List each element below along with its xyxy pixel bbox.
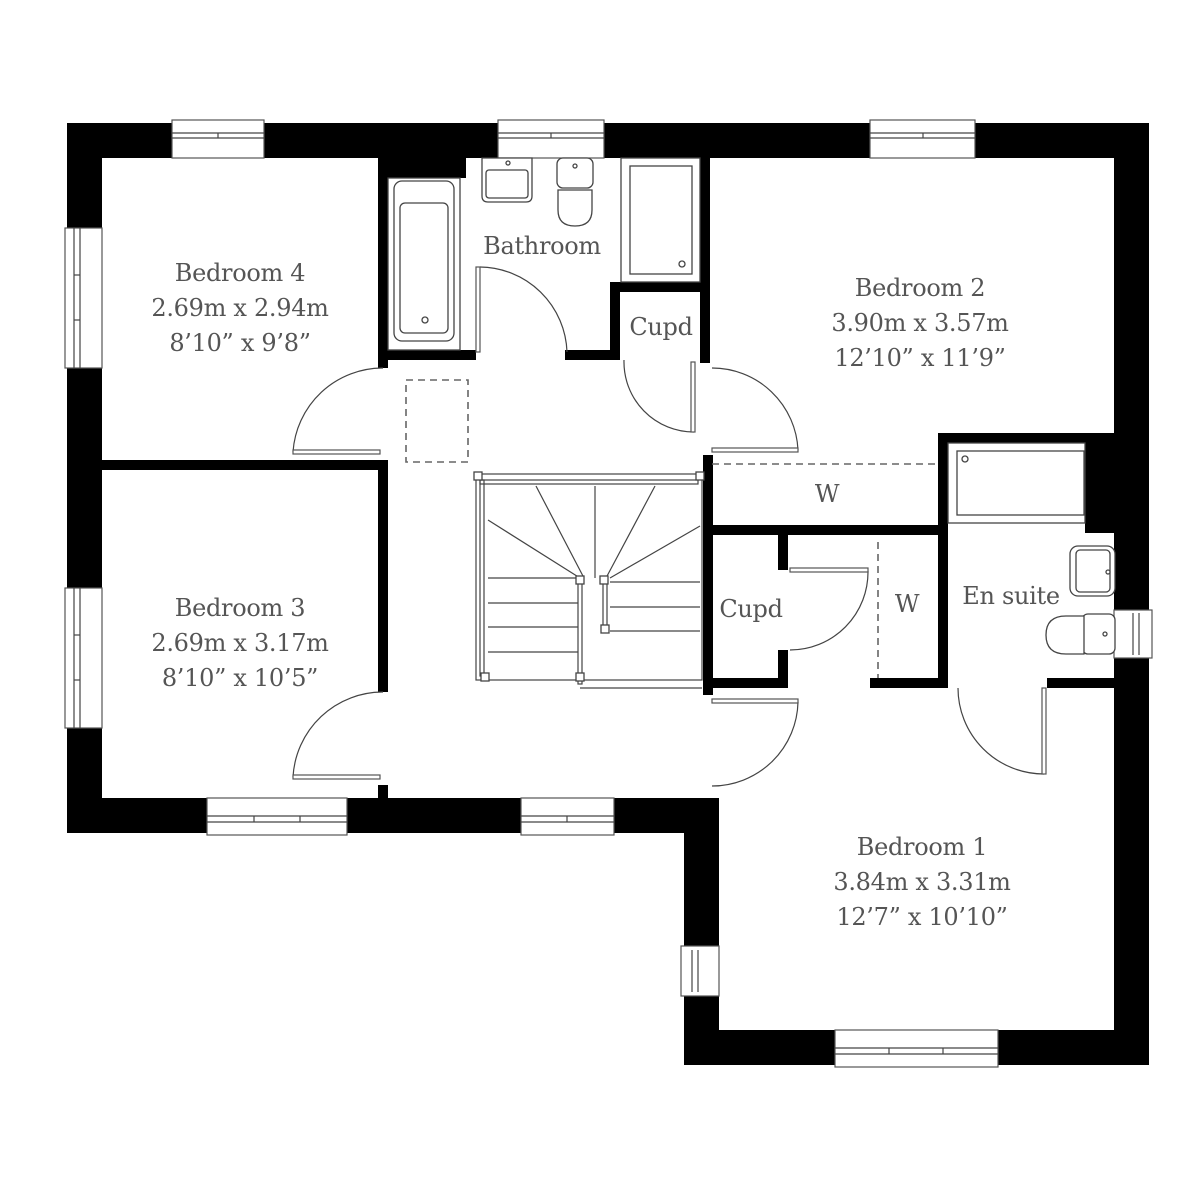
room-name: Bedroom 1 [856,833,988,861]
room-label-cupd-top: Cupd [629,310,693,345]
ensuite-fixtures [947,442,1116,655]
room-label-bedroom1: Bedroom 1 3.84m x 3.31m 12’7” x 10’10” [833,830,1011,935]
room-metric: 2.69m x 2.94m [151,294,329,322]
window-bathroom-top [497,119,605,159]
room-label-wardrobe-mid: W [894,587,920,622]
window-bedroom1-bottom [834,1029,999,1068]
interior-walls [102,158,1125,800]
shower-tray-icon [620,157,701,283]
room-name: Bedroom 2 [854,274,986,302]
window-ensuite-right [1113,609,1153,659]
room-name: Bathroom [483,232,601,260]
window-bedroom4-left [64,227,103,369]
room-imperial: 12’10” x 11’9” [834,344,1006,372]
room-name: En suite [962,582,1060,610]
room-label-bathroom: Bathroom [483,229,601,264]
window-bedroom3-bottom [206,797,348,836]
room-metric: 3.84m x 3.31m [833,868,1011,896]
room-label-bedroom4: Bedroom 4 2.69m x 2.94m 8’10” x 9’8” [151,256,329,361]
room-name: Cupd [629,313,693,341]
room-label-wardrobe-top: W [814,477,840,512]
room-metric: 3.90m x 3.57m [831,309,1009,337]
room-name: W [894,590,920,618]
ensuite-sink-icon [1069,545,1116,597]
dashed-outlines [405,379,938,678]
room-label-ensuite: En suite [962,579,1060,614]
room-imperial: 8’10” x 10’5” [161,664,319,692]
bathroom-fixtures [387,157,701,351]
window-bedroom3-left [64,587,103,729]
doors [292,266,1047,787]
room-metric: 2.69m x 3.17m [151,629,329,657]
room-imperial: 12’7” x 10’10” [836,903,1008,931]
room-imperial: 8’10” x 9’8” [169,329,311,357]
room-name: Cupd [719,595,783,623]
room-name: W [814,480,840,508]
loft-hatch [405,379,469,463]
room-name: Bedroom 3 [174,594,306,622]
window-landing-bottom [520,797,615,836]
room-label-bedroom2: Bedroom 2 3.90m x 3.57m 12’10” x 11’9” [831,271,1009,376]
room-label-cupd-mid: Cupd [719,592,783,627]
staircase [473,471,705,689]
windows [64,119,1153,1068]
window-bedroom4-top [171,119,265,159]
room-name: Bedroom 4 [174,259,306,287]
sink-icon [481,157,533,203]
ensuite-toilet-icon [1045,613,1116,655]
window-bedroom2-top [869,119,976,159]
window-bedroom1-left [680,945,720,997]
bathtub-icon [387,177,461,351]
room-label-bedroom3: Bedroom 3 2.69m x 3.17m 8’10” x 10’5” [151,591,329,696]
ensuite-shower-icon [947,442,1086,524]
toilet-icon [556,157,594,227]
